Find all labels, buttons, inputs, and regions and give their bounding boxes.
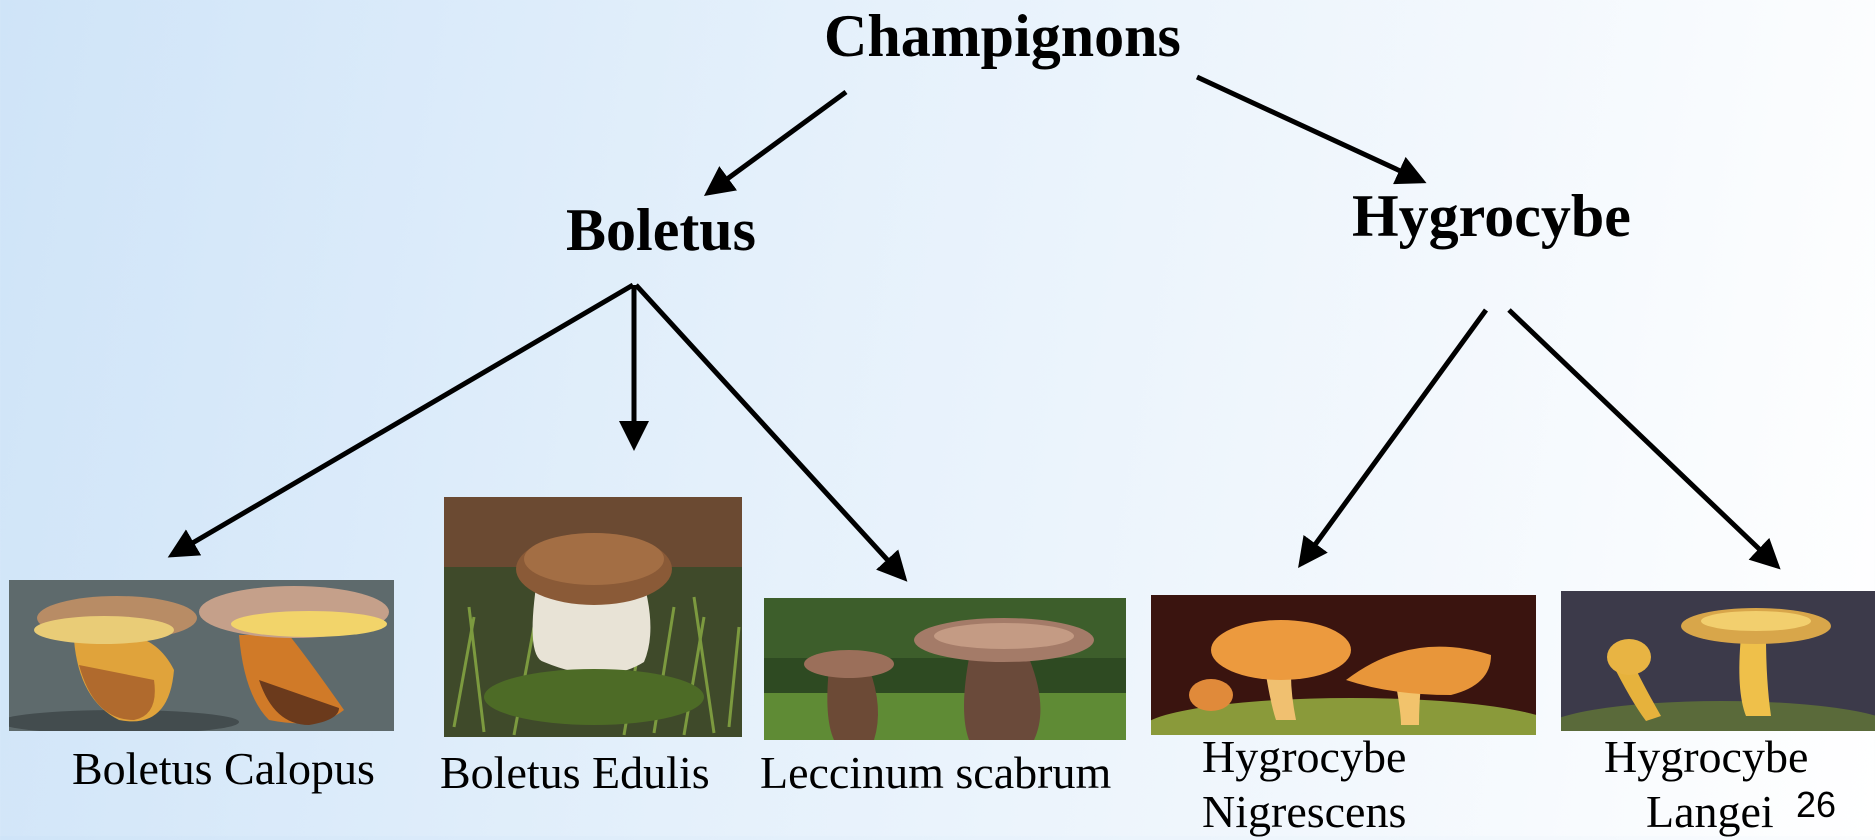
arrow-hygrocybe-to-langei <box>1509 310 1777 566</box>
photo-boletus-calopus <box>9 580 394 731</box>
arrow-hygrocybe-to-nigrescens <box>1301 310 1486 564</box>
caption-hygrocybe-langei-line1: Hygrocybe <box>1604 729 1808 785</box>
caption-boletus-calopus: Boletus Calopus <box>72 741 375 797</box>
caption-hygrocybe-nigrescens-line1: Hygrocybe <box>1202 729 1406 785</box>
diagram-title: Champignons <box>824 2 1181 71</box>
arrow-root-to-boletus <box>708 92 846 193</box>
photo-hygrocybe-nigrescens <box>1151 595 1536 735</box>
genus-hygrocybe: Hygrocybe <box>1352 182 1631 251</box>
caption-leccinum-scabrum: Leccinum scabrum <box>760 745 1111 801</box>
photo-leccinum-scabrum <box>764 598 1126 740</box>
caption-boletus-edulis: Boletus Edulis <box>440 745 710 801</box>
genus-boletus: Boletus <box>566 196 756 265</box>
caption-hygrocybe-langei-line2: Langei <box>1646 784 1774 840</box>
photo-boletus-edulis <box>444 497 742 737</box>
photo-hygrocybe-langei <box>1561 591 1875 731</box>
caption-hygrocybe-nigrescens-line2: Nigrescens <box>1202 784 1406 840</box>
arrow-root-to-hygrocybe <box>1197 77 1422 181</box>
page-number: 26 <box>1796 784 1836 826</box>
